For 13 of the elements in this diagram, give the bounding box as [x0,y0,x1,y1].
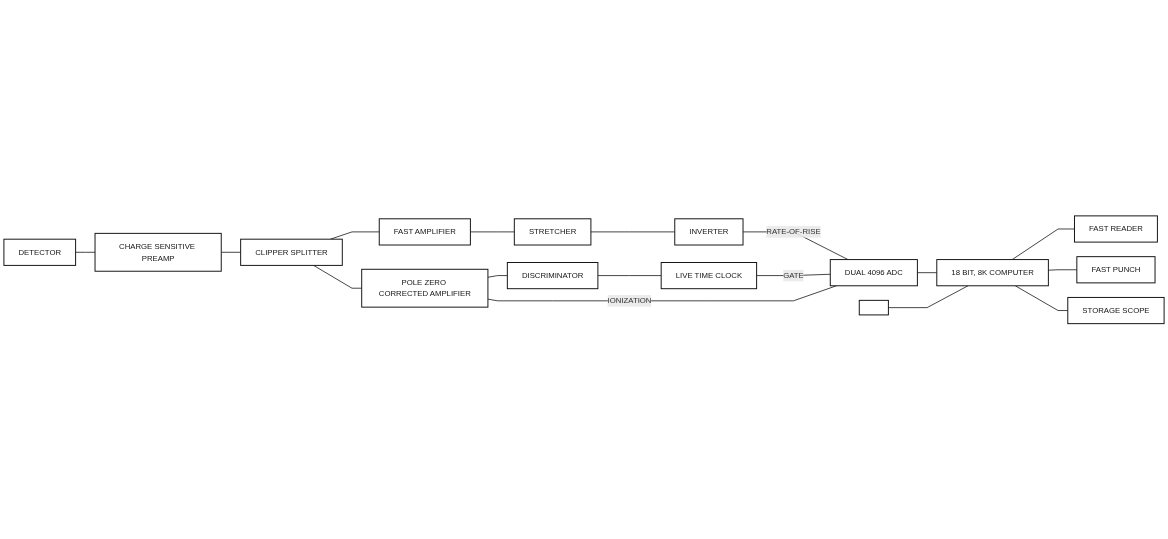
connector [470,231,515,233]
connector [220,251,242,253]
connector [1014,285,1069,311]
node-box [858,299,889,316]
connector [487,274,508,278]
connector [590,231,676,233]
connector [75,251,96,253]
connector [888,285,969,308]
connector [917,272,938,273]
connector [313,264,363,289]
connector [597,274,662,276]
connector [1047,269,1078,271]
connector [1011,228,1075,260]
